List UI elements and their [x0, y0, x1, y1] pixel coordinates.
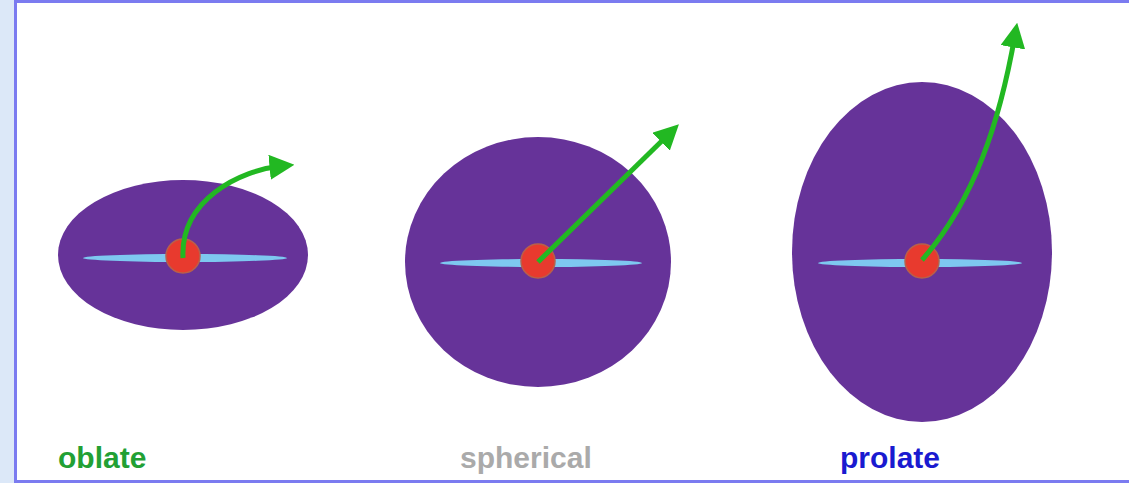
- frame-border: [16, 2, 1129, 482]
- prolate-ellipse: [792, 82, 1052, 422]
- shape-label: prolate: [840, 443, 940, 473]
- shape-label: spherical: [460, 443, 592, 473]
- side-strip: [0, 0, 16, 483]
- jet-arrow: [922, 35, 1015, 260]
- shape-label: oblate: [58, 443, 146, 473]
- jet-arrow: [183, 166, 282, 258]
- jet-arrow: [538, 133, 670, 262]
